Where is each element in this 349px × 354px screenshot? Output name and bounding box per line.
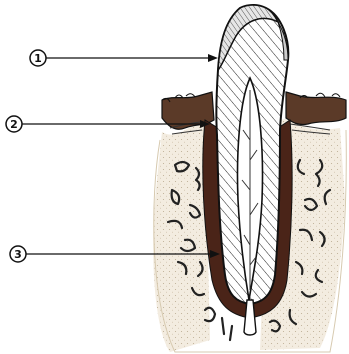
callout-1: 1 [30, 50, 218, 66]
callout-3-label: 3 [14, 248, 22, 261]
callout-2-label: 2 [10, 118, 18, 131]
callout-1-label: 1 [34, 52, 42, 65]
